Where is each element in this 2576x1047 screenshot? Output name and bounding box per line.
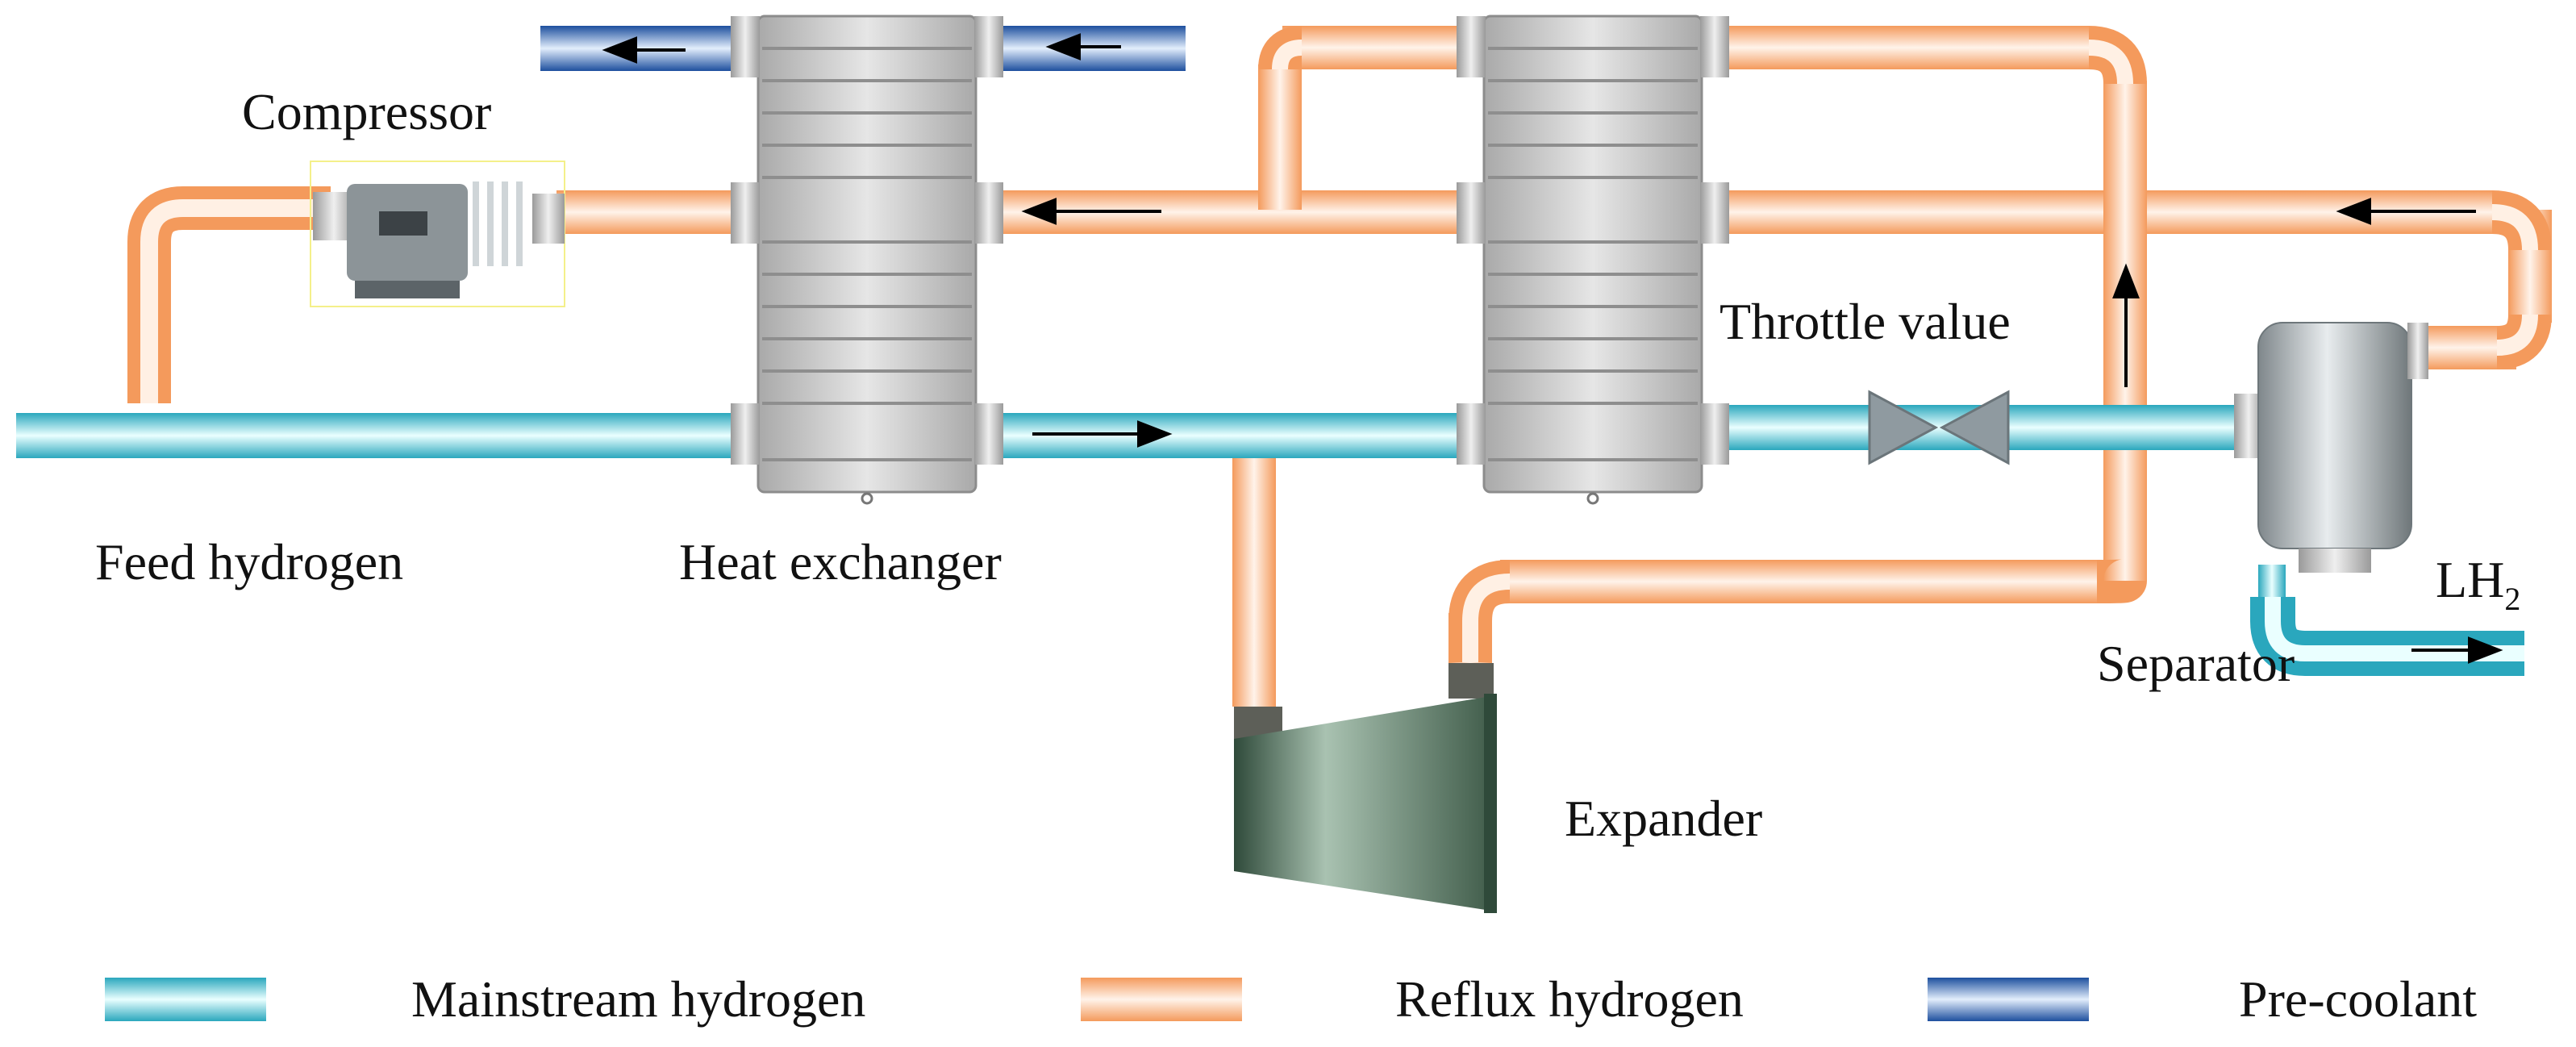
legend-label-mainstream: Mainstream hydrogen: [411, 970, 865, 1028]
heat-exchanger-2: [1457, 15, 1729, 505]
lh2-subscript: 2: [2504, 581, 2520, 617]
lh2-label: LH2: [2436, 551, 2520, 617]
separator: [2234, 322, 2428, 573]
lh2-main-text: LH: [2436, 551, 2504, 608]
reflux-hydrogen-segments: [556, 26, 2552, 707]
legend-label-reflux: Reflux hydrogen: [1395, 970, 1744, 1028]
legend-swatch-mainstream: [105, 978, 266, 1021]
separator-label: Separator: [2097, 635, 2295, 692]
expander: [1234, 663, 1497, 913]
expander-label: Expander: [1565, 790, 1762, 847]
heat-exchanger-label: Heat exchanger: [679, 533, 1002, 590]
throttle-value-label: Throttle value: [1719, 293, 2011, 350]
reflux-hydrogen-pipes: [127, 186, 331, 403]
flow-arrows: [602, 33, 2503, 664]
legend-swatch-precoolant: [1928, 978, 2089, 1021]
legend-label-precoolant: Pre-coolant: [2239, 970, 2477, 1028]
legend-swatch-reflux: [1081, 978, 1242, 1021]
compressor-label: Compressor: [242, 83, 491, 140]
throttle-valve: [1868, 390, 2010, 465]
legend: Mainstream hydrogen Reflux hydrogen Pre-…: [105, 970, 2477, 1028]
feed-hydrogen-label: Feed hydrogen: [95, 533, 403, 590]
reflux-bends: [1258, 26, 2552, 662]
heat-exchanger-1: [731, 15, 1003, 505]
compressor: [310, 161, 565, 307]
